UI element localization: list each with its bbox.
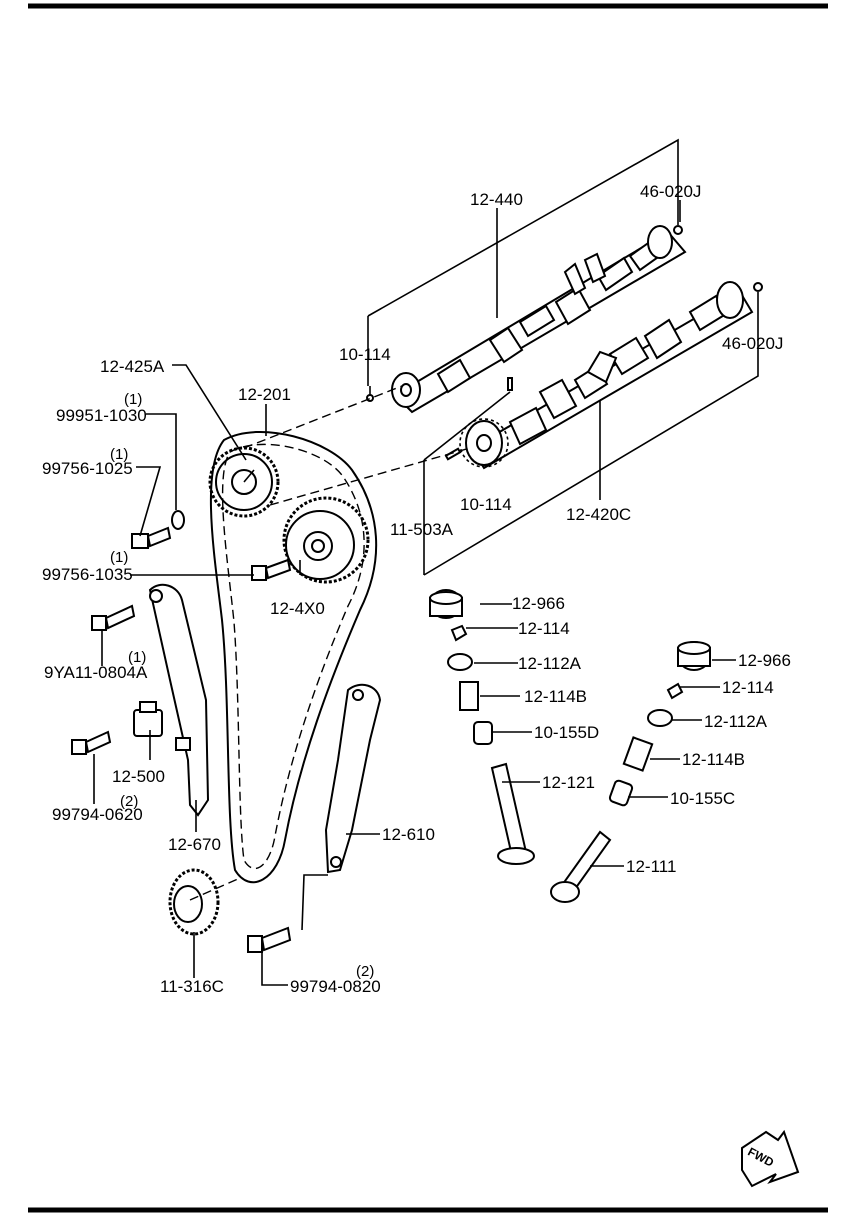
- chain-guide-right: [324, 683, 382, 874]
- label-12-966-right: 12-966: [738, 651, 791, 670]
- bolt-99951-1030: [171, 510, 185, 530]
- label-12-114b-left: 12-114B: [524, 687, 587, 706]
- label-12-966-left: 12-966: [512, 594, 565, 613]
- label-12-201: 12-201: [238, 385, 291, 404]
- label-12-114-right: 12-114: [722, 678, 774, 697]
- label-12-440: 12-440: [470, 190, 523, 209]
- valve-train-left: [429, 589, 535, 865]
- label-99756-1035: 99756-1035: [42, 565, 133, 584]
- tensioner-arm: [148, 583, 210, 817]
- bolt-99756-1035: [251, 558, 292, 581]
- label-99794-0620: 99794-0620: [52, 805, 143, 824]
- label-12-112a-left: 12-112A: [518, 654, 582, 673]
- leader-lines: [93, 200, 736, 986]
- exhaust-camshaft: [391, 225, 687, 414]
- intake-camshaft: [459, 281, 754, 470]
- label-12-111: 12-111: [626, 857, 676, 876]
- label-qty-0820: (2): [356, 963, 374, 980]
- label-12-420c: 12-420C: [566, 505, 631, 524]
- label-10-114-mid: 10-114: [460, 495, 512, 514]
- label-12-670: 12-670: [168, 835, 221, 854]
- label-12-500: 12-500: [112, 767, 165, 786]
- bolt-99794-0620: [71, 730, 112, 755]
- label-12-112a-right: 12-112A: [704, 712, 768, 731]
- exhaust-sprocket: [208, 446, 280, 518]
- label-qty-1030: (1): [124, 391, 142, 408]
- label-12-114-left: 12-114: [518, 619, 570, 638]
- label-10-155d: 10-155D: [534, 723, 599, 742]
- bolt-99794-0820: [247, 926, 292, 953]
- label-99951-1030: 99951-1030: [56, 406, 147, 425]
- tensioner: [133, 701, 191, 751]
- crank-sprocket: [168, 868, 220, 936]
- label-46-020j-top: 46-020J: [640, 182, 701, 201]
- label-12-121: 12-121: [542, 773, 595, 792]
- label-99756-1025: 99756-1025: [42, 459, 133, 478]
- label-qty-1025: (1): [110, 446, 128, 463]
- label-qty-0620: (2): [120, 793, 138, 810]
- label-46-020j-right: 46-020J: [722, 334, 783, 353]
- fwd-arrow-icon: FWD: [741, 1129, 800, 1188]
- label-10-155c: 10-155C: [670, 789, 735, 808]
- valve-train-right: [550, 641, 711, 903]
- bolt-99756-1025: [131, 526, 172, 549]
- vvt-actuator: [282, 496, 370, 584]
- timing-chain: [209, 431, 378, 884]
- label-qty-1035: (1): [110, 549, 128, 566]
- label-12-610: 12-610: [382, 825, 435, 844]
- label-12-4x0: 12-4X0: [270, 599, 325, 618]
- label-12-425a: 12-425A: [100, 357, 165, 376]
- label-11-316c: 11-316C: [160, 977, 224, 996]
- label-qty-0804: (1): [128, 649, 146, 666]
- label-10-114-top: 10-114: [339, 345, 391, 364]
- label-99794-0820: 99794-0820: [290, 977, 381, 996]
- label-11-503a: 11-503A: [390, 520, 454, 539]
- label-9ya11-0804a: 9YA11-0804A: [44, 663, 148, 682]
- label-12-114b-right: 12-114B: [682, 750, 745, 769]
- bolt-9ya11-0804a: [91, 604, 136, 631]
